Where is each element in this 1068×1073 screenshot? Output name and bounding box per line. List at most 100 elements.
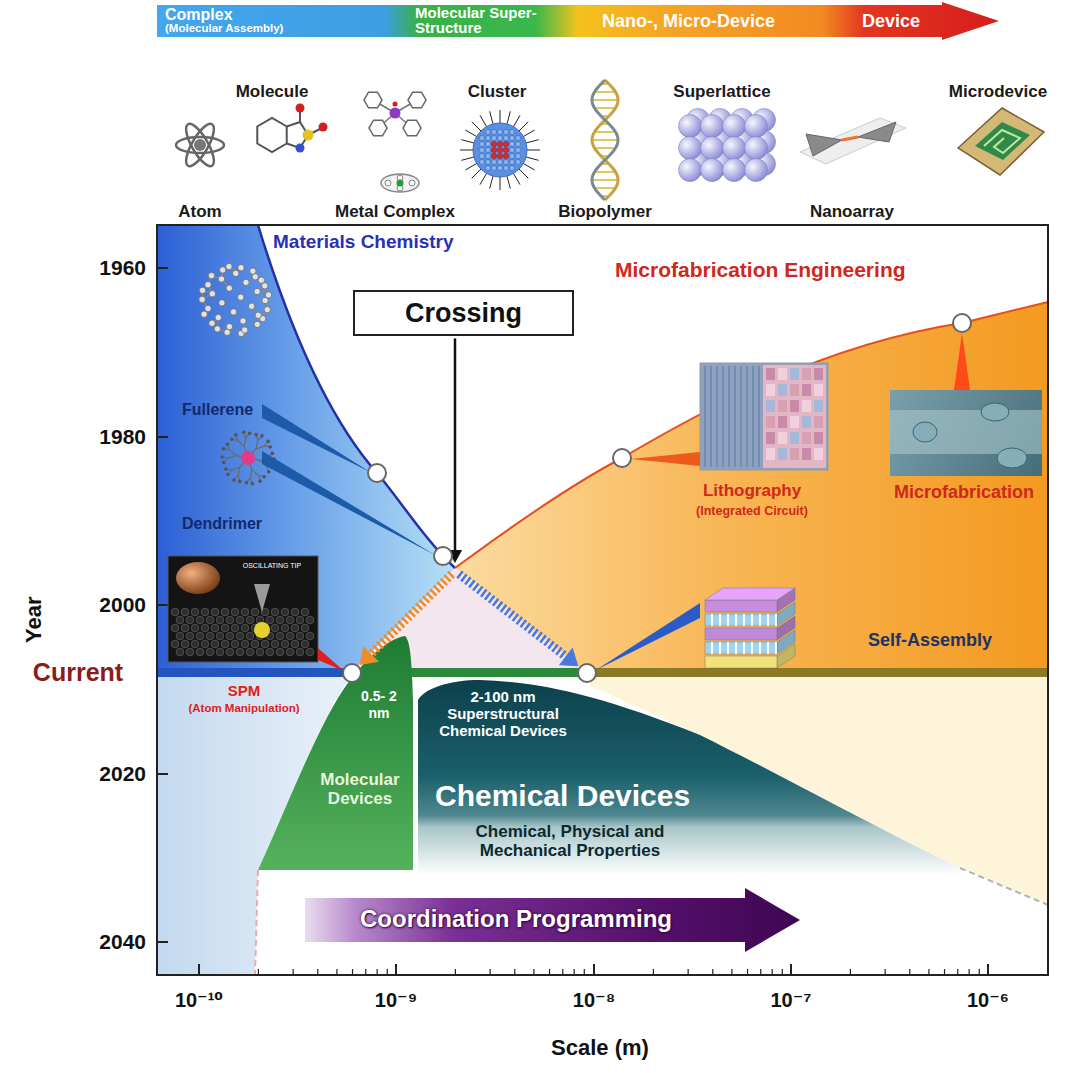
callout-label: Microfabrication — [894, 482, 1034, 503]
pyridine-ring — [364, 92, 382, 108]
lattice-atom — [236, 648, 244, 656]
lattice-atom — [231, 640, 239, 648]
channel — [890, 410, 1042, 454]
cluster-atom — [509, 165, 514, 170]
cage-atom — [254, 321, 260, 327]
axis-minor-tick — [928, 969, 929, 975]
cage-atom — [219, 300, 225, 306]
lattice-sphere — [701, 159, 724, 182]
cage-atom — [205, 305, 211, 311]
axis-tick — [157, 773, 168, 775]
ic-cell — [790, 432, 799, 444]
base-pair — [594, 187, 615, 189]
ic-cell — [802, 432, 811, 444]
lattice-sphere — [679, 115, 702, 138]
cluster-atom — [491, 129, 496, 134]
cage-atom — [220, 267, 226, 273]
ligand — [500, 176, 501, 190]
lattice-atom — [276, 616, 284, 624]
axis-minor-tick — [760, 969, 761, 975]
icon-caption: Biopolymer — [558, 202, 652, 222]
cage-atom — [205, 282, 211, 288]
extrapolation-dash — [960, 868, 1048, 905]
dendrimer-end — [234, 433, 238, 437]
dendrimer-end — [266, 440, 270, 444]
region-note: Chemical, Physical and Mechanical Proper… — [445, 822, 695, 860]
callout-label: Fullerene — [182, 401, 253, 419]
ic-cell — [766, 448, 775, 460]
droplet — [997, 448, 1027, 468]
cluster-atom — [503, 153, 508, 158]
cage-atom — [248, 303, 254, 309]
lattice-atom — [206, 632, 214, 640]
electrode — [806, 134, 842, 156]
cluster-atom — [509, 135, 514, 140]
lattice-atom — [176, 616, 184, 624]
category-sublabel: (Molecular Assembly) — [165, 22, 283, 36]
region-title: Materials Chemistry — [273, 231, 454, 253]
dendrimer-end — [267, 470, 271, 474]
lattice-atom — [281, 640, 289, 648]
pointer-wedge — [631, 452, 700, 466]
dendrimer-bond — [228, 456, 236, 459]
axis-tick-label: 10⁻⁷ — [770, 989, 811, 1012]
lattice-atom — [286, 616, 294, 624]
trend-arrowhead — [360, 646, 379, 665]
ligand — [460, 150, 474, 151]
lattice-atom — [251, 608, 259, 616]
axis-tick-label: 1960 — [99, 256, 146, 280]
crossing-arrowhead — [448, 550, 462, 563]
metal-oxygen — [393, 102, 398, 107]
cluster-atom — [515, 135, 520, 140]
region-outline — [418, 680, 960, 875]
cluster-atom — [497, 165, 502, 170]
cluster-atom — [503, 165, 508, 170]
biopolymer-icon — [592, 80, 618, 200]
molecule-icon — [257, 104, 327, 153]
icon-caption: Microdevice — [949, 82, 1047, 102]
cluster-atom — [497, 147, 502, 152]
current-line — [590, 668, 1048, 677]
axis-minor-tick — [336, 969, 337, 975]
crossing-box: Crossing — [353, 290, 574, 336]
cage-atom — [255, 312, 261, 318]
axis-tick — [157, 941, 168, 943]
ligand — [465, 130, 477, 137]
axis-minor-tick — [909, 969, 910, 975]
layer-top — [705, 588, 795, 600]
lattice-sphere — [679, 137, 702, 160]
dendrimer-bond — [250, 469, 252, 478]
cluster-atom — [503, 129, 508, 134]
lattice-atom — [216, 648, 224, 656]
lattice-atom — [196, 632, 204, 640]
cage-atom — [199, 296, 205, 302]
lattice-sphere — [745, 115, 768, 138]
axis-minor-tick — [549, 969, 550, 975]
backbone — [592, 80, 618, 200]
nitrogen-atom — [296, 144, 305, 153]
probe-tip — [254, 584, 270, 612]
lattice-atom — [186, 648, 194, 656]
axis-tick-label: 10⁻⁹ — [375, 989, 417, 1012]
cluster-atom — [485, 141, 490, 146]
callout-label: Self-Assembly — [868, 630, 992, 651]
layer-stripe — [743, 614, 745, 626]
image-caption: OSCILLATING TIP — [243, 562, 301, 570]
device-trace — [984, 130, 1020, 153]
dendrimer-end — [232, 478, 236, 482]
atom-orbit — [176, 137, 224, 153]
cluster-atom — [503, 141, 508, 146]
chemical-devices-region: 2-100 nm Superstructural Chemical Device… — [415, 676, 965, 876]
lattice-atom — [256, 648, 264, 656]
dendrimer-end — [262, 475, 266, 479]
base-pair — [594, 131, 615, 133]
dendrimer-bond — [244, 438, 246, 447]
dendrimer-bond — [232, 467, 240, 470]
lattice-atom — [246, 632, 254, 640]
layer-stripe — [735, 642, 737, 654]
backbone — [592, 80, 618, 200]
lattice-atom — [231, 624, 239, 632]
callout-label: SPM — [228, 682, 261, 699]
lattice-atom — [216, 632, 224, 640]
layer-stripe — [767, 642, 769, 654]
